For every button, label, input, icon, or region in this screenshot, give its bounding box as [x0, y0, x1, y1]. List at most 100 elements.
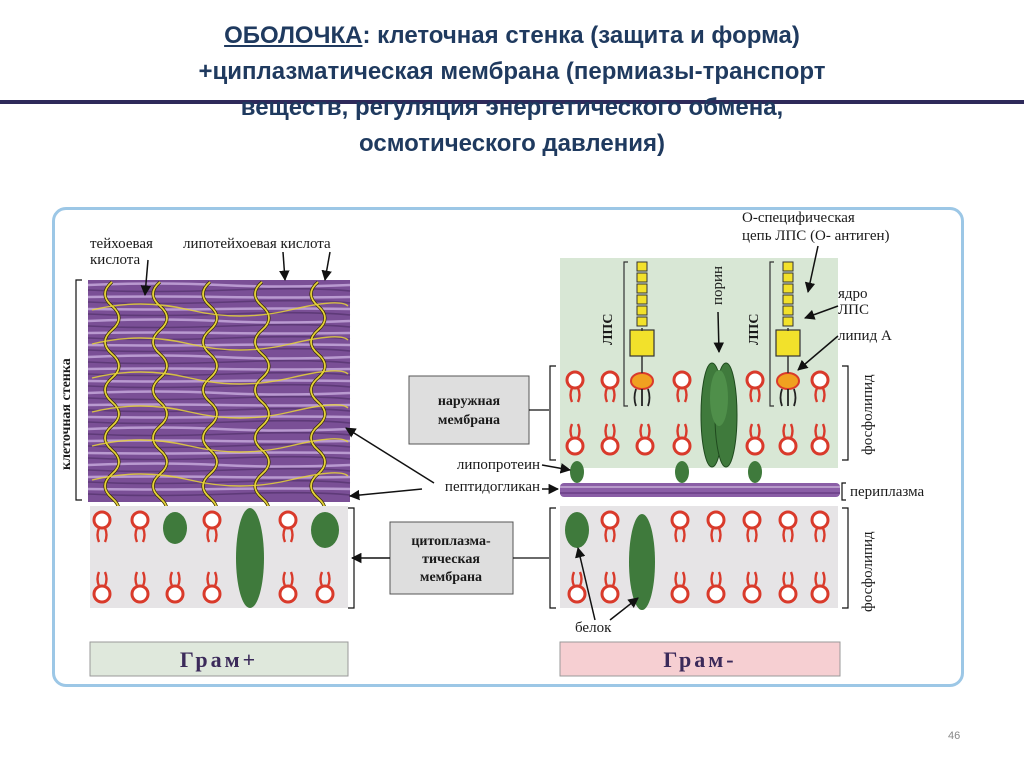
lps-bracket	[769, 261, 774, 407]
phospholipid-tail	[710, 527, 715, 543]
phospholipid-tail	[282, 571, 287, 587]
phospholipid-tail	[569, 387, 574, 403]
o-antigen-unit	[782, 294, 794, 305]
phospholipid-tail	[319, 571, 324, 587]
cytoplasmic-bracket-left	[348, 507, 355, 609]
o-antigen-unit	[636, 316, 648, 327]
teichoic-cross-strand	[91, 472, 349, 487]
phospholipid-tail	[141, 571, 146, 587]
protein-pointer-2	[609, 597, 639, 621]
phospholipid-tail	[821, 387, 826, 403]
phospholipid-tail	[753, 571, 758, 587]
phospholipid-tail	[578, 571, 583, 587]
peptidoglycan-layer	[87, 487, 351, 491]
phospholipid-tail	[213, 571, 218, 587]
phospholipid-head	[315, 584, 335, 604]
gram-negative-peptidoglycan	[560, 483, 840, 497]
porin-protein	[700, 362, 738, 468]
peptidoglycan-layer	[87, 295, 351, 299]
lipid-a	[630, 372, 654, 390]
phospholipid-head	[278, 510, 298, 530]
o-antigen-unit	[782, 316, 794, 327]
teichoic-cross-strand	[91, 336, 349, 351]
phospholipid-tail	[576, 387, 581, 403]
phospholipid-tail	[681, 571, 686, 587]
phospholipid-head	[672, 370, 692, 390]
phospholipid-tail	[96, 571, 101, 587]
phospholipid-head	[600, 510, 620, 530]
peptidoglycan-layer	[87, 426, 351, 432]
phospholipid-tail	[782, 527, 787, 543]
phospholipid-head	[810, 436, 830, 456]
phospholipid-tail	[676, 387, 681, 403]
outer-membrane-phospholipids	[565, 370, 830, 456]
outer-membrane-label-box	[408, 375, 530, 445]
periplasm-label: периплазма	[850, 484, 924, 500]
gram-positive-banner	[89, 641, 349, 677]
phospholipid-tail	[134, 527, 139, 543]
gram-negative-label: Грам-	[663, 647, 736, 672]
phospholipid-head	[567, 584, 587, 604]
phospholipid-tail	[576, 423, 581, 439]
phospholipid-tail	[571, 571, 576, 587]
peptidoglycan-layer	[87, 475, 351, 479]
peptidoglycan-layer	[87, 318, 351, 324]
core-label-1: ядро	[838, 286, 868, 302]
transmembrane-protein	[629, 514, 655, 610]
peptidoglycan-layer-shade	[87, 455, 351, 461]
o-antigen-unit	[636, 261, 648, 272]
teichoic-label-2: кислота	[90, 252, 140, 268]
teichoic-acid-strands	[91, 280, 349, 524]
phospholipid-tail	[282, 527, 287, 543]
phospholipid-tail	[746, 527, 751, 543]
o-specific-label-1: О-специфическая	[742, 210, 855, 226]
peptidoglycan-layer	[87, 462, 351, 468]
outer-membrane-bracket	[549, 365, 556, 461]
phospholipid-tail	[814, 527, 819, 543]
phospholipid-head	[706, 510, 726, 530]
slide-title: ОБОЛОЧКА: клеточная стенка (защита и фор…	[40, 18, 984, 162]
gram-negative-banner	[559, 641, 841, 677]
phospholipid-head	[778, 436, 798, 456]
peptidoglycan-layer-shade	[87, 467, 351, 473]
phospholipid-tail	[176, 571, 181, 587]
phospholipid-head	[745, 436, 765, 456]
phospholipid-tail	[141, 527, 146, 543]
phospholipid-tail	[569, 423, 574, 439]
o-antigen-unit	[782, 305, 794, 316]
phospholipid-tail	[604, 571, 609, 587]
title-keyword: ОБОЛОЧКА	[224, 22, 363, 49]
phospholipid-head	[565, 370, 585, 390]
protein-pointer-1	[575, 546, 596, 621]
phospholipid-tail	[782, 423, 787, 439]
phospholipid-tail	[213, 527, 218, 543]
lps-core	[775, 329, 801, 357]
periplasm-bracket	[841, 482, 846, 501]
peptidoglycan-layer-shade	[87, 359, 351, 365]
core-pointer	[804, 305, 839, 320]
peptidoglycan-layer	[87, 307, 351, 311]
phospholipid-head	[706, 584, 726, 604]
lps-bracket	[623, 261, 628, 407]
inner-phospholipid-bracket	[842, 507, 849, 609]
lps-core	[629, 329, 655, 357]
peptidoglycan-layer-shade	[87, 491, 351, 497]
cytoplasmic-bracket-right	[549, 507, 556, 609]
title-divider	[0, 100, 1024, 104]
phospholipid-head	[92, 510, 112, 530]
phospholipid-tail	[134, 571, 139, 587]
phospholipid-head	[670, 584, 690, 604]
peptidoglycan-layer-shade	[87, 287, 351, 293]
outer-phospholipid-bracket	[842, 365, 849, 461]
phospholipid-head	[600, 370, 620, 390]
phospholipid-head	[92, 584, 112, 604]
phospholipid-head	[635, 436, 655, 456]
phospholipid-tail	[674, 527, 679, 543]
phospholipid-label-inner: фосфолипид	[860, 531, 876, 612]
phospholipid-tail	[604, 527, 609, 543]
phospholipid-tail	[717, 527, 722, 543]
gram-positive-cytoplasmic-membrane	[92, 510, 335, 604]
lipid-a-tails	[633, 388, 651, 407]
lipid-a-label: липид А	[838, 328, 892, 344]
